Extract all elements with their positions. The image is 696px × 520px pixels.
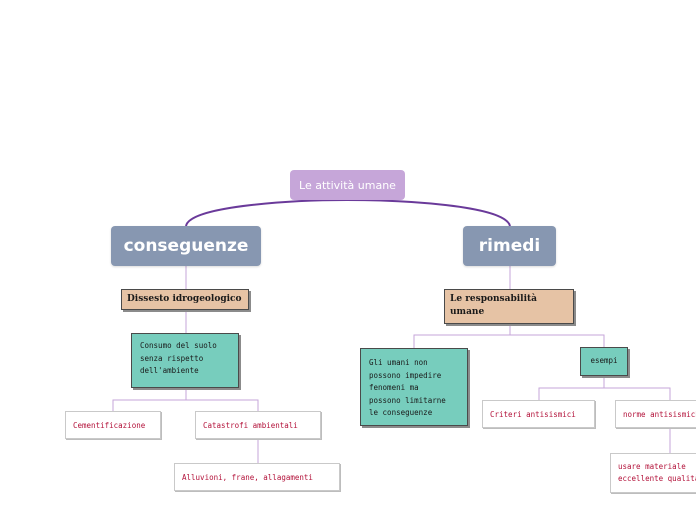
- link-consumo-leaves: [112, 388, 259, 411]
- responsabilita-node[interactable]: Le responsabilità umane: [444, 289, 574, 324]
- consumo-line: dell'ambiente: [140, 366, 199, 375]
- responsabilita-line: Le responsabilità: [450, 294, 537, 304]
- alluvioni-label: Alluvioni, frane, allagamenti: [182, 472, 313, 482]
- remedies-label: rimedi: [478, 236, 541, 256]
- criteri-label: Criteri antisismici: [490, 409, 576, 419]
- criteri-node[interactable]: Criteri antisismici: [482, 400, 595, 428]
- umani-line: possono impedire: [369, 370, 442, 380]
- umani-line: fenomeni ma: [369, 383, 419, 392]
- consumo-line: senza rispetto: [140, 353, 204, 363]
- cementificazione-label: Cementificazione: [73, 420, 146, 430]
- norme-label: norme antisismiche: [623, 409, 696, 419]
- consumo-line: Consumo del suolo: [140, 341, 217, 350]
- norme-node[interactable]: norme antisismiche: [615, 400, 696, 428]
- umani-line: possono limitarne: [369, 395, 446, 405]
- root-node[interactable]: Le attività umane: [290, 170, 405, 200]
- remedies-node[interactable]: rimedi: [463, 226, 556, 266]
- dissesto-node[interactable]: Dissesto idrogeologico: [121, 289, 249, 310]
- umani-line: le conseguenze: [369, 408, 433, 417]
- alluvioni-node[interactable]: Alluvioni, frane, allagamenti: [174, 463, 340, 491]
- dissesto-label: Dissesto idrogeologico: [127, 294, 242, 304]
- usare-node[interactable]: usare materiale eccellente qualità: [610, 453, 696, 493]
- usare-line: usare materiale: [618, 461, 686, 471]
- link-esempi-children: [538, 376, 671, 400]
- esempi-label: esempi: [590, 356, 618, 366]
- link-responsabilita-children: [413, 324, 605, 348]
- link-root-conseguenze: [185, 199, 348, 227]
- cementificazione-node[interactable]: Cementificazione: [65, 411, 161, 439]
- root-label: Le attività umane: [299, 178, 396, 192]
- catastrofi-node[interactable]: Catastrofi ambientali: [195, 411, 321, 439]
- umani-node[interactable]: Gli umani non possono impedire fenomeni …: [360, 348, 468, 426]
- consequences-node[interactable]: conseguenze: [111, 226, 261, 266]
- usare-line: eccellente qualità: [618, 474, 696, 483]
- umani-line: Gli umani non: [369, 358, 428, 367]
- consequences-label: conseguenze: [123, 236, 249, 256]
- esempi-node[interactable]: esempi: [580, 347, 628, 376]
- catastrofi-label: Catastrofi ambientali: [203, 420, 298, 430]
- consumo-node[interactable]: Consumo del suolo senza rispetto dell'am…: [131, 333, 239, 388]
- responsabilita-line: umane: [450, 307, 485, 317]
- link-root-rimedi: [346, 199, 511, 227]
